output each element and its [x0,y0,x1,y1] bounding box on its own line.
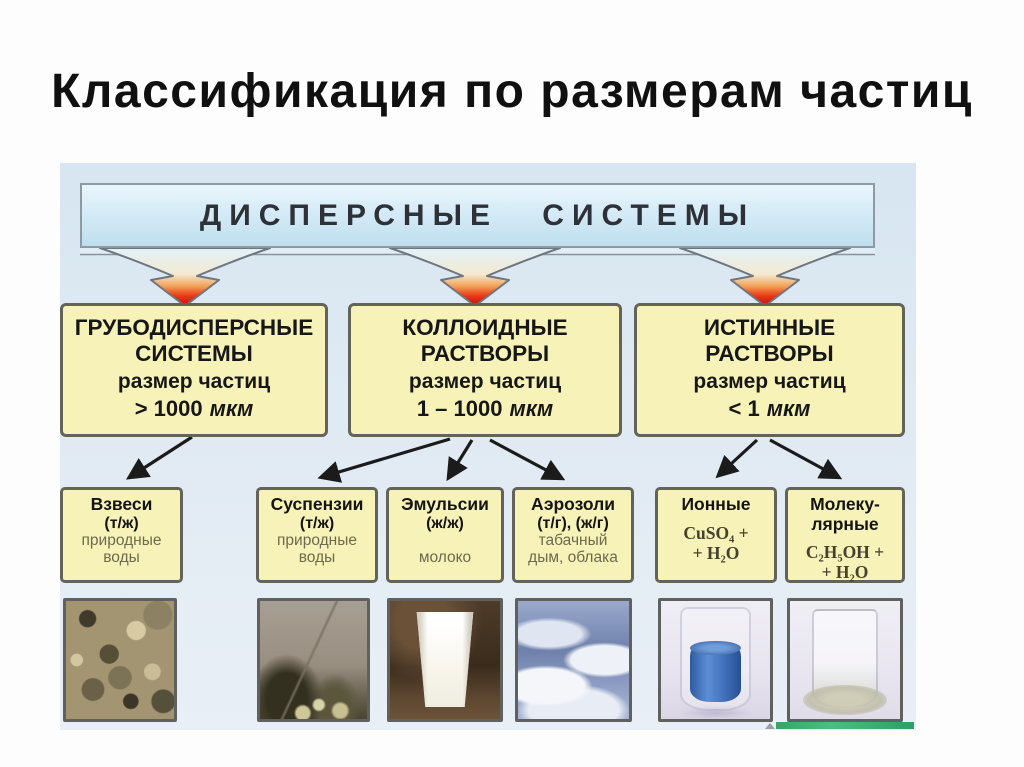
arrow-colloid-to-emulsii [446,439,474,482]
connector-arrows [80,247,875,483]
sub-box-title: Ионные [681,494,751,514]
cup-shadow [680,708,751,718]
arrow-true-to-molekulyarnye [769,438,843,480]
phase-type: (т/г), (ж/г) [537,514,609,532]
arrow-colloid-to-suspensii [317,437,451,483]
sub-box-title: Молеку-лярные [810,494,880,534]
green-watermark-strip [776,722,914,729]
sub-box-emulsii: Эмульсии (ж/ж) молоко [386,487,504,583]
milk-glass-shape [416,611,474,708]
page-title: Классификация по размерам частиц [51,65,973,118]
black-arrows [125,435,843,483]
photo-clouds [515,598,632,722]
example-text: молоко [418,548,472,566]
sub-box-title: Аэрозоли [530,494,616,514]
photo-natural-water-sediment [63,598,177,722]
red-funnel-arrow-3 [679,247,851,307]
red-funnel-arrow-1 [99,247,271,307]
red-funnel-arrows [99,247,851,307]
photo-ethanol-solution [787,598,903,722]
arrow-colloid-to-aerozoli [489,438,566,481]
chemical-formula: CuSO₄ ++ H₂O [683,522,749,563]
clear-liquid-blob [803,684,887,716]
cup-rim [690,641,741,656]
photo-milk-glass [387,598,503,722]
arrow-coarse-to-vzvesi [125,435,193,480]
phase-type: (т/ж) [299,514,335,532]
watermark-wedge [765,723,775,729]
particle-size-label: размер частиц [693,370,846,394]
chemical-formula: C₂H₅OH ++ H₂O [805,542,885,583]
particle-size-label: размер частиц [117,370,271,394]
sub-box-title: Взвеси [90,494,153,514]
photo-copper-sulfate-solution [658,598,773,722]
phase-type: (ж/ж) [426,514,464,532]
photo-natural-water-suspension [257,598,370,722]
blue-solution-cup [690,641,741,703]
dispersed-systems-banner: ДИСПЕРСНЫЕ СИСТЕМЫ [80,183,875,248]
banner-label: ДИСПЕРСНЫЕ СИСТЕМЫ [199,198,756,232]
sub-box-ionnye: Ионные CuSO₄ ++ H₂O [655,487,777,583]
sub-box-molekulyarnye: Молеку-лярные C₂H₅OH ++ H₂O [785,487,905,583]
particle-size-label: размер частиц [408,370,562,394]
arrow-true-to-ionnye [715,438,759,479]
sub-box-title: Суспензии [270,494,364,514]
red-funnel-arrow-2 [389,247,561,307]
phase-type: (т/ж) [104,514,139,532]
sub-box-title: Эмульсии [401,494,489,514]
